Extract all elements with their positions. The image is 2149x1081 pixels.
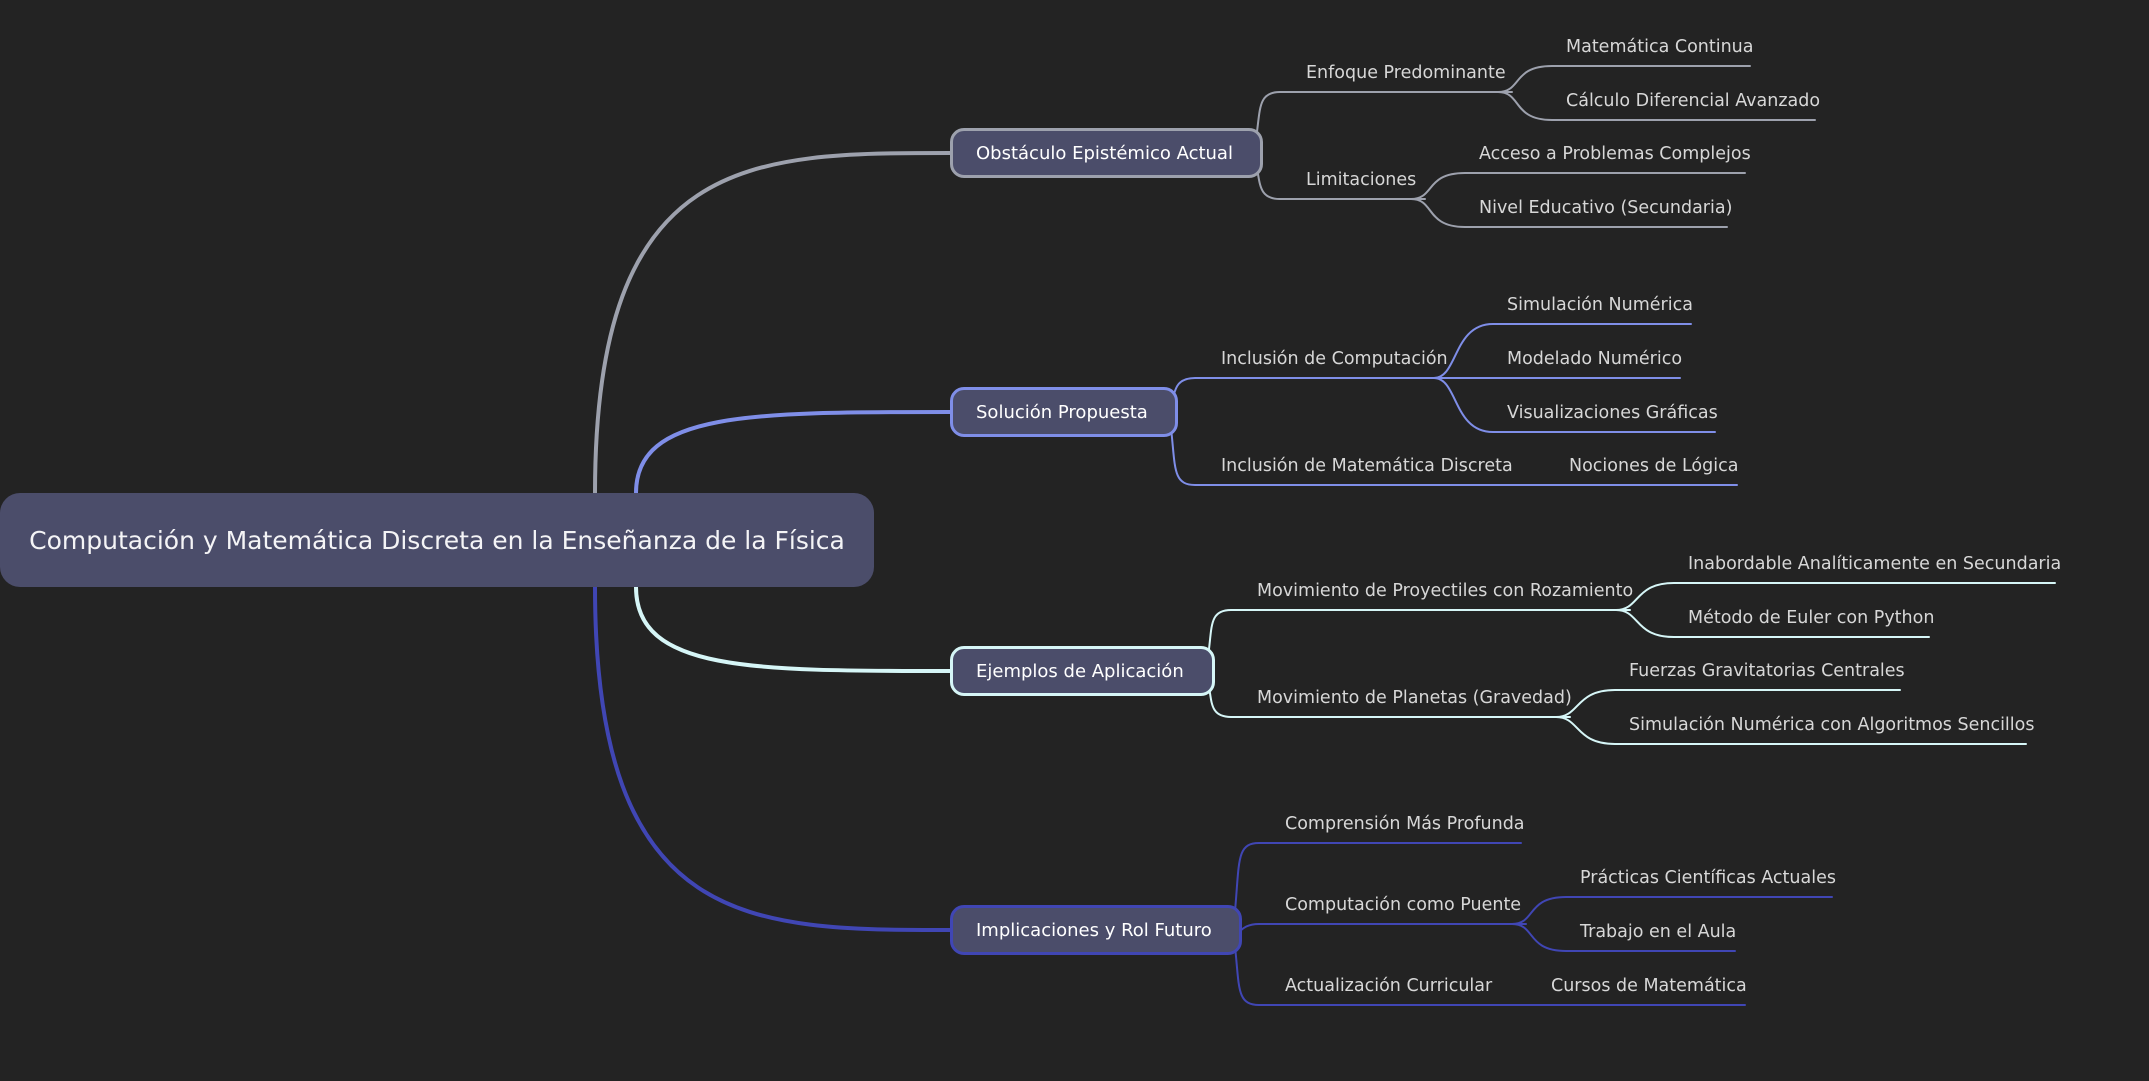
sub-edge <box>1233 937 1746 1006</box>
branch-node-4[interactable]: Implicaciones y Rol Futuro <box>950 905 1242 955</box>
leaf-edge <box>1555 689 1901 718</box>
leaf-edge <box>1433 377 1716 433</box>
sub-edge <box>1254 91 1513 146</box>
root-node[interactable]: Computación y Matemática Discreta en la … <box>0 493 874 587</box>
leaf-edge <box>1615 582 2056 611</box>
leaf-node[interactable]: Simulación Numérica <box>1507 295 1693 315</box>
leaf-node[interactable]: Nivel Educativo (Secundaria) <box>1479 198 1733 218</box>
leaf-node[interactable]: Visualizaciones Gráficas <box>1507 403 1718 423</box>
leaf-node[interactable]: Acceso a Problemas Complejos <box>1479 144 1751 164</box>
leaf-edge <box>1410 172 1746 200</box>
leaf-edge <box>1410 198 1728 228</box>
leaf-node[interactable]: Prácticas Científicas Actuales <box>1580 868 1836 888</box>
leaf-edge <box>1497 91 1816 121</box>
sub-edge <box>1169 377 1449 405</box>
sub-node[interactable]: Actualización Curricular <box>1285 976 1493 996</box>
leaf-edge <box>1511 896 1833 925</box>
leaf-node[interactable]: Trabajo en el Aula <box>1580 922 1737 942</box>
leaf-node[interactable]: Cursos de Matemática <box>1551 976 1747 996</box>
trunk-edge-1 <box>593 151 952 495</box>
sub-node[interactable]: Limitaciones <box>1306 170 1417 190</box>
trunk-edge-2 <box>634 410 952 495</box>
sub-node[interactable]: Movimiento de Proyectiles con Rozamiento <box>1257 581 1634 601</box>
branch-label: Ejemplos de Aplicación <box>976 660 1184 682</box>
root-label: Computación y Matemática Discreta en la … <box>29 525 845 555</box>
sub-edge <box>1233 921 1527 934</box>
trunk-edge-4 <box>593 585 952 932</box>
sub-node[interactable]: Comprensión Más Profunda <box>1285 814 1525 834</box>
branch-label: Implicaciones y Rol Futuro <box>976 919 1212 941</box>
branch-node-1[interactable]: Obstáculo Epistémico Actual <box>950 128 1263 178</box>
sub-edge <box>1233 842 1522 923</box>
leaf-edge <box>1511 923 1736 952</box>
leaf-edge <box>1615 609 1930 638</box>
branch-label: Obstáculo Epistémico Actual <box>976 142 1233 164</box>
branch-node-3[interactable]: Ejemplos de Aplicación <box>950 646 1215 696</box>
leaf-node[interactable]: Método de Euler con Python <box>1688 608 1935 628</box>
sub-node[interactable]: Enfoque Predominante <box>1306 63 1506 83</box>
leaf-node[interactable]: Matemática Continua <box>1566 37 1754 57</box>
branch-label: Solución Propuesta <box>976 401 1148 423</box>
sub-node[interactable]: Computación como Puente <box>1285 895 1522 915</box>
sub-node[interactable]: Movimiento de Planetas (Gravedad) <box>1257 688 1572 708</box>
leaf-edge <box>1497 65 1751 93</box>
sub-node[interactable]: Inclusión de Computación <box>1221 349 1448 369</box>
sub-edge <box>1206 609 1631 664</box>
leaf-node[interactable]: Nociones de Lógica <box>1569 456 1739 476</box>
leaf-node[interactable]: Fuerzas Gravitatorias Centrales <box>1629 661 1905 681</box>
leaf-edge <box>1433 323 1692 379</box>
trunk-edge-3 <box>634 585 952 673</box>
branch-node-2[interactable]: Solución Propuesta <box>950 387 1178 437</box>
sub-node[interactable]: Inclusión de Matemática Discreta <box>1221 456 1513 476</box>
leaf-node[interactable]: Cálculo Diferencial Avanzado <box>1566 91 1821 111</box>
leaf-edge <box>1555 716 2027 745</box>
leaf-node[interactable]: Simulación Numérica con Algoritmos Senci… <box>1629 715 2035 735</box>
leaf-node[interactable]: Inabordable Analíticamente en Secundaria <box>1688 554 2062 574</box>
leaf-node[interactable]: Modelado Numérico <box>1507 349 1683 369</box>
